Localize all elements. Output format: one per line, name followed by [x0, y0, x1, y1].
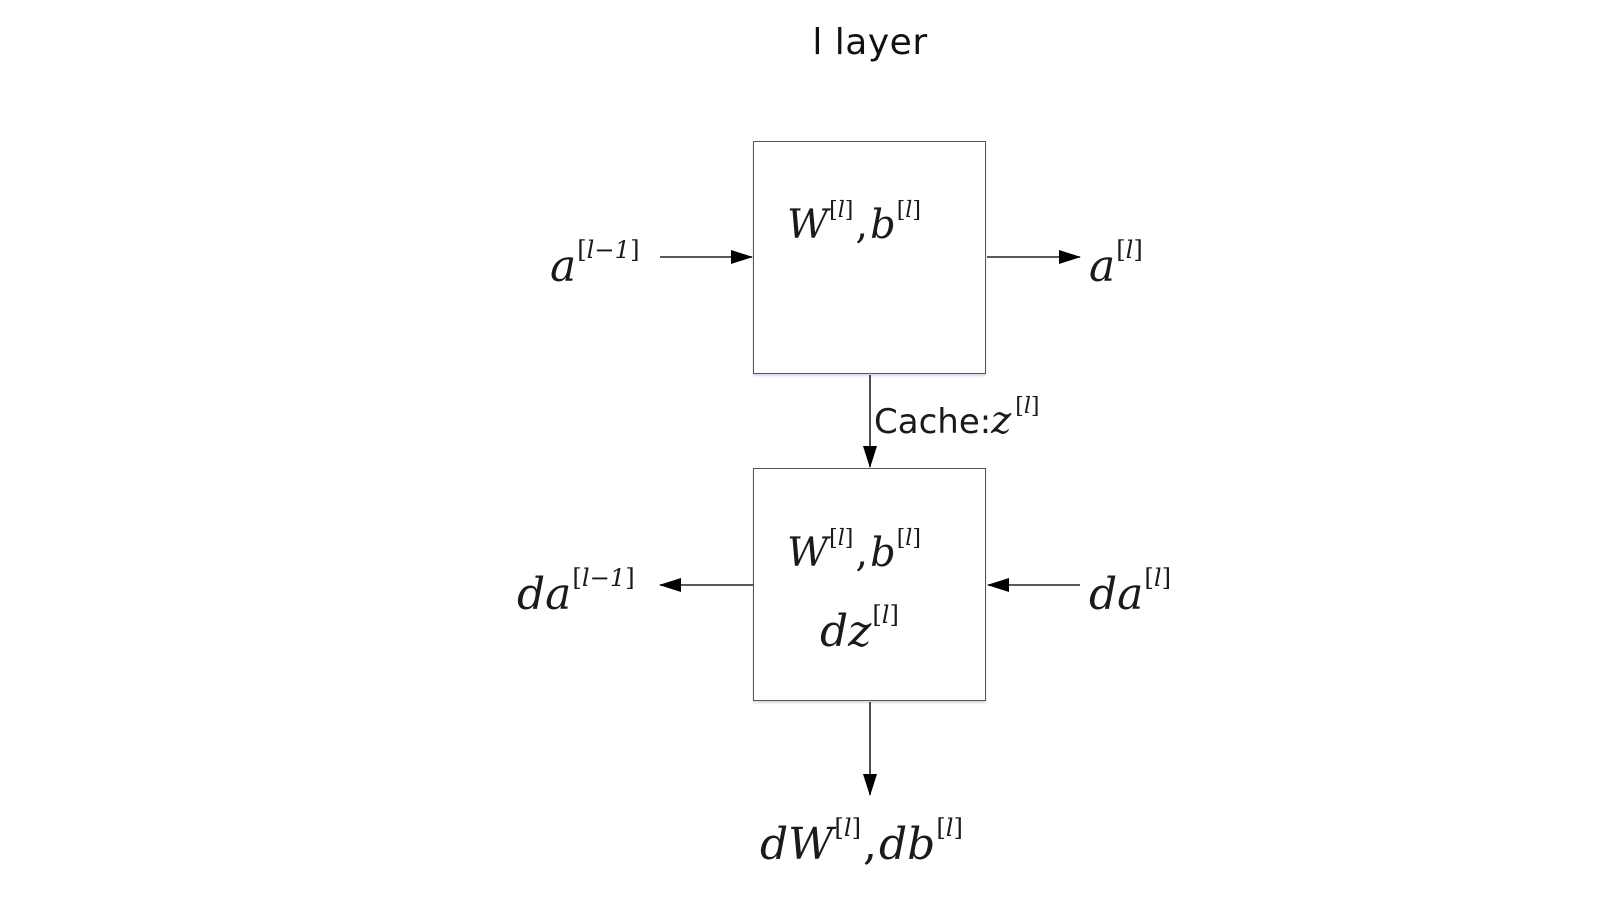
backward-input-label: da[l]: [1089, 566, 1171, 617]
bracket-open: [: [829, 198, 838, 223]
bracket-open: [: [1144, 564, 1154, 592]
layer-index: l−1: [581, 564, 626, 592]
forward-params-label: W[l],b[l]: [787, 200, 921, 245]
layer-index: l−1: [586, 236, 631, 264]
bracket-close: ]: [630, 236, 640, 264]
db-symbol: db: [879, 818, 936, 870]
layer-index: l: [945, 814, 954, 842]
backward-params-label: W[l],b[l]: [787, 528, 921, 573]
bracket-open: [: [896, 526, 906, 551]
gradient-superscript: [l−1]: [572, 564, 634, 592]
backward-output-label: da[l−1]: [517, 566, 635, 617]
gradient-symbol: da: [1089, 568, 1144, 620]
layer-index: l: [1023, 394, 1031, 419]
forward-input-label: a[l−1]: [550, 238, 640, 289]
cache-superscript: [l]: [1015, 394, 1039, 419]
bracket-open: [: [834, 814, 844, 842]
db-superscript: [l]: [936, 814, 963, 842]
dw-superscript: [l]: [834, 814, 861, 842]
layer-index: l: [1125, 236, 1134, 264]
bracket-close: ]: [889, 601, 899, 629]
layer-index: l: [905, 198, 913, 223]
bias-superscript: [l]: [897, 526, 921, 551]
bracket-close: ]: [1030, 394, 1040, 419]
bracket-open: [: [829, 526, 838, 551]
cache-label: Cache:z[l]: [874, 394, 1039, 442]
activation-symbol: a: [1089, 240, 1116, 292]
activation-superscript: [l−1]: [577, 236, 639, 264]
forward-output-label: a[l]: [1089, 238, 1143, 289]
forward-block: [753, 141, 986, 374]
param-gradients-label: dW[l],db[l]: [760, 816, 963, 867]
bracket-open: [: [896, 198, 906, 223]
bracket-open: [: [1116, 236, 1126, 264]
bracket-close: ]: [912, 198, 921, 223]
weight-symbol: W: [787, 201, 829, 248]
cache-symbol: z: [991, 398, 1012, 442]
separator: ,: [863, 818, 878, 870]
dz-symbol: dz: [820, 605, 872, 657]
diagram-title: l layer: [812, 22, 928, 63]
activation-superscript: [l]: [1116, 236, 1143, 264]
bracket-open: [: [936, 814, 946, 842]
dw-symbol: dW: [760, 818, 834, 870]
bracket-close: ]: [912, 526, 921, 551]
bracket-close: ]: [625, 564, 635, 592]
bracket-close: ]: [1133, 236, 1143, 264]
backward-dz-label: dz[l]: [820, 603, 899, 654]
cache-word: Cache:: [874, 402, 992, 442]
bracket-close: ]: [851, 814, 862, 842]
bracket-open: [: [572, 564, 582, 592]
gradient-superscript: [l]: [1144, 564, 1171, 592]
backward-block: [753, 468, 986, 701]
dz-superscript: [l]: [872, 601, 899, 629]
layer-index: l: [837, 198, 845, 223]
layer-index: l: [843, 814, 852, 842]
activation-symbol: a: [550, 240, 577, 292]
bracket-close: ]: [844, 526, 854, 551]
bias-superscript: [l]: [897, 198, 921, 223]
layer-index: l: [905, 526, 913, 551]
bias-symbol: b: [870, 201, 896, 248]
bracket-open: [: [872, 601, 882, 629]
weight-superscript: [l]: [829, 198, 853, 223]
bracket-open: [: [1015, 394, 1024, 419]
layer-index: l: [1153, 564, 1162, 592]
weight-superscript: [l]: [829, 526, 853, 551]
bias-symbol: b: [870, 529, 896, 576]
separator: ,: [855, 529, 869, 576]
layer-index: l: [837, 526, 845, 551]
weight-symbol: W: [787, 529, 829, 576]
bracket-open: [: [577, 236, 587, 264]
gradient-symbol: da: [517, 568, 572, 620]
separator: ,: [855, 201, 869, 248]
bracket-close: ]: [953, 814, 963, 842]
layer-index: l: [881, 601, 890, 629]
bracket-close: ]: [844, 198, 854, 223]
bracket-close: ]: [1161, 564, 1172, 592]
